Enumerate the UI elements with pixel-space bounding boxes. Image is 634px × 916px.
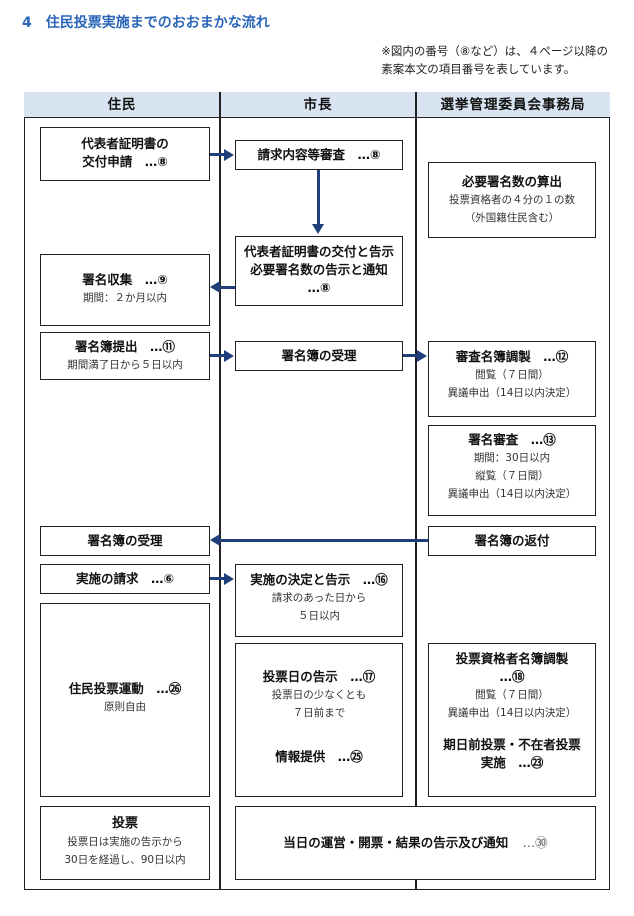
cert-request-line-1: 代表者証明書の <box>81 136 169 151</box>
note: ※図内の番号（⑧など）は、４ページ以降の 素案本文の項目番号を表しています。 <box>381 42 608 78</box>
review-list-sub-2: 異議申出（14日以内決定） <box>447 387 577 399</box>
vote-day-sub-1: 投票日の少なくとも <box>271 689 367 701</box>
election-return-box: 署名簿の返付 <box>428 526 596 556</box>
signature-collect-period: 期間：２か月以内 <box>83 292 167 304</box>
signature-collect-box: 署名収集 …⑨ 期間：２か月以内 <box>40 254 210 326</box>
column-header-resident: 住民 <box>24 92 220 118</box>
vote-sub-2: 30日を経過し、90日以内 <box>64 854 186 866</box>
sig-review-sub-3: 異議申出（14日以内決定） <box>447 488 577 500</box>
request-exec-box: 実施の請求 …⑥ <box>40 564 210 594</box>
required-calc-sub-1: 投票資格者の４分の１の数 <box>449 194 575 206</box>
sig-review-label: 署名審査 …⑬ <box>468 432 556 447</box>
required-calc-box: 必要署名数の算出 投票資格者の４分の１の数 （外国籍住民含む） <box>428 162 596 238</box>
arrow-request-to-review-head <box>224 149 234 161</box>
voter-list-line-2: …⑱ <box>499 669 525 684</box>
note-line-2: 素案本文の項目番号を表しています。 <box>381 62 576 76</box>
arrow-review-to-issue-line <box>317 170 320 226</box>
review-list-sub-1: 閲覧（７日間） <box>475 369 549 381</box>
decision-box: 実施の決定と告示 …⑯ 請求のあった日から ５日以内 <box>235 564 403 637</box>
arrow-submit-to-receive-line <box>210 354 226 357</box>
sig-review-box: 署名審査 …⑬ 期間：30日以内 縦覧（７日間） 異議申出（14日以内決定） <box>428 425 596 516</box>
operation-box: 当日の運営・開票・結果の告示及び通知 …㉚ <box>235 806 596 880</box>
review-list-label: 審査名簿調製 …⑫ <box>455 349 569 364</box>
required-calc-sub-2: （外国籍住民含む） <box>464 212 560 224</box>
arrow-issue-to-collect-line <box>220 286 235 289</box>
review-list-box: 審査名簿調製 …⑫ 閲覧（７日間） 異議申出（14日以内決定） <box>428 341 596 417</box>
campaign-box: 住民投票運動 …㉖ 原則自由 <box>40 603 210 797</box>
operation-ref: …㉚ <box>522 835 548 850</box>
note-line-1: ※図内の番号（⑧など）は、４ページ以降の <box>381 44 608 58</box>
early-vote-line-1: 期日前投票・不在者投票 <box>443 737 581 752</box>
vote-sub-1: 投票日は実施の告示から <box>67 836 183 848</box>
signature-collect-label: 署名収集 …⑨ <box>82 272 168 287</box>
info-label: 情報提供 …㉕ <box>275 749 363 764</box>
cert-request-line-2: 交付申請 …⑧ <box>82 154 168 169</box>
signature-submit-label: 署名簿提出 …⑪ <box>74 339 175 354</box>
review-box: 請求内容等審査 …⑧ <box>235 140 403 170</box>
sig-review-sub-1: 期間：30日以内 <box>473 452 551 464</box>
required-calc-label: 必要署名数の算出 <box>461 174 562 189</box>
vote-day-box: 投票日の告示 …⑰ 投票日の少なくとも ７日前まで 情報提供 …㉕ <box>235 643 403 797</box>
cert-request-box: 代表者証明書の 交付申請 …⑧ <box>40 127 210 181</box>
decision-sub-2: ５日以内 <box>298 610 340 622</box>
column-header-election: 選挙管理委員会事務局 <box>416 92 610 118</box>
voter-list-box: 投票資格者名簿調製 …⑱ 閲覧（７日間） 異議申出（14日以内決定） 期日前投票… <box>428 643 596 797</box>
arrow-exec-to-decision-head <box>224 573 234 585</box>
signature-submit-period: 期間満了日から５日以内 <box>67 359 183 371</box>
decision-label: 実施の決定と告示 …⑯ <box>250 572 388 587</box>
cert-issue-box: 代表者証明書の交付と告示 必要署名数の告示と通知 …⑧ <box>235 236 403 306</box>
column-header-mayor: 市長 <box>220 92 416 118</box>
signature-submit-box: 署名簿提出 …⑪ 期間満了日から５日以内 <box>40 332 210 380</box>
mayor-signature-receive-box: 署名簿の受理 <box>235 341 403 371</box>
arrow-submit-to-receive-head <box>224 350 234 362</box>
operation-label: 当日の運営・開票・結果の告示及び通知 <box>283 835 509 850</box>
column-divider-2 <box>415 92 417 890</box>
arrow-issue-to-collect-head <box>210 281 220 293</box>
cert-issue-line-2: 必要署名数の告示と通知 <box>250 262 388 277</box>
cert-issue-line-1: 代表者証明書の交付と告示 <box>243 244 394 259</box>
arrow-exec-to-decision-line <box>210 577 226 580</box>
vote-day-label: 投票日の告示 …⑰ <box>262 669 376 684</box>
campaign-label: 住民投票運動 …㉖ <box>68 681 182 696</box>
page-title: 4 住民投票実施までのおおまかな流れ <box>22 15 270 31</box>
column-divider-1 <box>219 92 221 890</box>
arrow-review-to-issue-head <box>312 224 324 234</box>
early-vote-line-2: 実施 …㉓ <box>480 755 544 770</box>
vote-box: 投票 投票日は実施の告示から 30日を経過し、90日以内 <box>40 806 210 880</box>
voter-list-sub-1: 閲覧（７日間） <box>475 689 549 701</box>
voter-list-sub-2: 異議申出（14日以内決定） <box>447 707 577 719</box>
sig-review-sub-2: 縦覧（７日間） <box>475 470 549 482</box>
voter-list-line-1: 投票資格者名簿調製 <box>455 651 569 666</box>
decision-sub-1: 請求のあった日から <box>271 592 367 604</box>
arrow-receive-to-reviewlist-head <box>417 350 427 362</box>
arrow-request-to-review-line <box>210 153 226 156</box>
vote-day-sub-2: ７日前まで <box>292 707 346 719</box>
vote-label: 投票 <box>111 816 138 831</box>
campaign-sub: 原則自由 <box>104 701 146 713</box>
arrow-receive-to-reviewlist-line <box>403 354 418 357</box>
resident-signature-receive-box: 署名簿の受理 <box>40 526 210 556</box>
arrow-return-to-resident-line <box>220 539 428 542</box>
cert-issue-line-3: …⑧ <box>307 280 331 295</box>
arrow-return-to-resident-head <box>210 534 220 546</box>
